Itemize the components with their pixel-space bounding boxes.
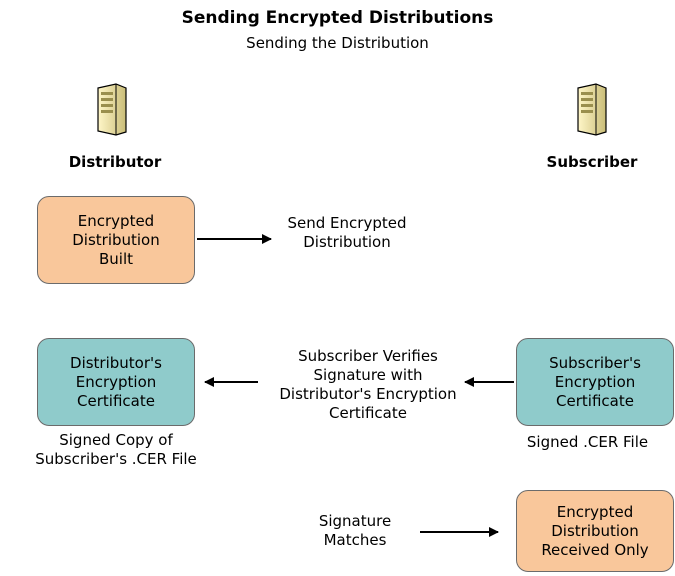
distributor-label: Distributor xyxy=(68,153,162,171)
subscriber-certificate-caption: Signed .CER File xyxy=(526,433,649,451)
page-title: Sending Encrypted Distributions xyxy=(181,8,494,28)
signature-matches-label: Signature Matches xyxy=(318,512,392,549)
subscriber-verifies-label: Subscriber Verifies Signature with Distr… xyxy=(279,347,457,422)
subscriber-label: Subscriber xyxy=(546,153,638,171)
send-encrypted-label: Send Encrypted Distribution xyxy=(287,214,407,251)
subscriber-certificate-node: Subscriber's Encryption Certificate xyxy=(516,338,674,426)
distributor-certificate-caption: Signed Copy of Subscriber's .CER File xyxy=(35,431,197,468)
encrypted-distribution-received-node: Encrypted Distribution Received Only xyxy=(516,490,674,572)
page-subtitle: Sending the Distribution xyxy=(246,34,429,52)
distributor-server-icon xyxy=(97,83,127,136)
encrypted-distribution-built-node: Encrypted Distribution Built xyxy=(37,196,195,284)
subscriber-server-icon xyxy=(577,83,607,136)
distributor-certificate-node: Distributor's Encryption Certificate xyxy=(37,338,195,426)
